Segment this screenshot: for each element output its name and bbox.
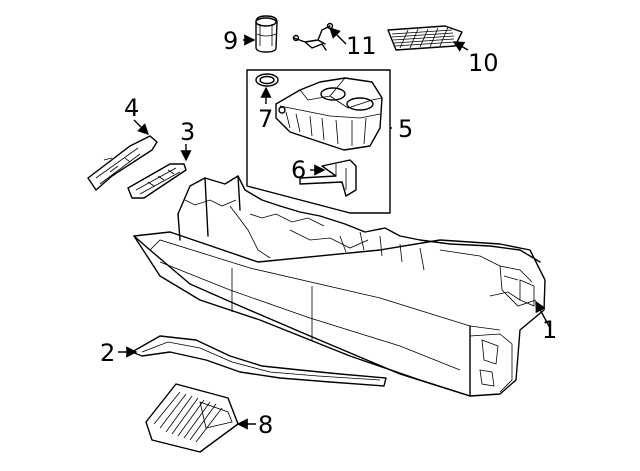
callout-7: 7 [258, 105, 273, 133]
callout-4: 4 [124, 94, 139, 122]
part-8-storage-mat [145, 383, 239, 453]
callout-8: 8 [258, 411, 273, 439]
callout-9: 9 [223, 27, 238, 55]
callout-10: 10 [468, 49, 499, 77]
callout-2: 2 [100, 339, 115, 367]
callout-3: 3 [180, 118, 195, 146]
callout-5: 5 [398, 115, 413, 143]
callout-1: 1 [542, 316, 557, 344]
part-2-side-trim [131, 335, 387, 387]
leader-lines [118, 27, 551, 430]
part-3-bezel [127, 163, 187, 199]
callout-11: 11 [346, 32, 377, 60]
part-1-console [133, 175, 546, 397]
callout-6: 6 [291, 156, 306, 184]
callout-labels: 1 2 3 4 5 6 7 8 9 10 11 [100, 27, 557, 439]
part-10-mat [387, 25, 463, 51]
part-11-bracket [292, 22, 334, 51]
part-4-trim [87, 135, 158, 191]
assembly-5-box [246, 69, 391, 214]
part-9-cup-insert [255, 15, 278, 53]
